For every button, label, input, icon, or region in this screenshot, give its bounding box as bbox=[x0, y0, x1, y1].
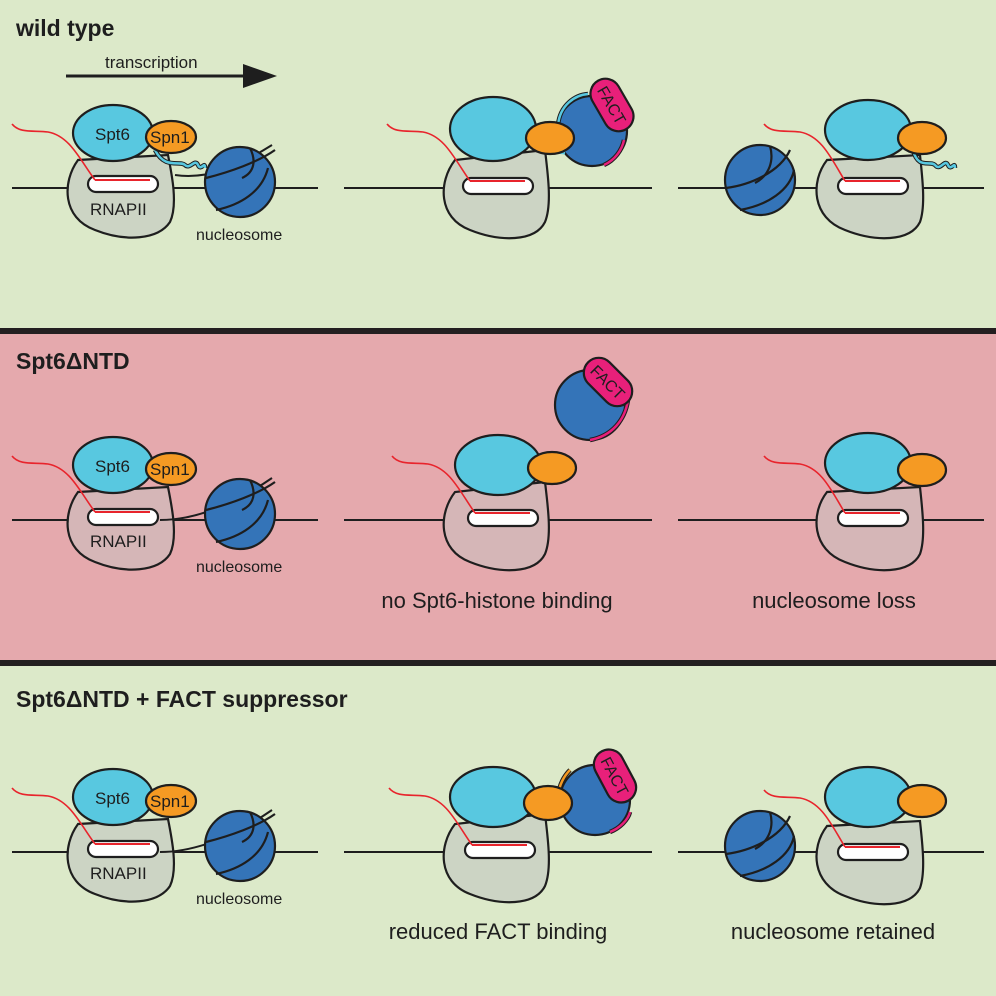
panel-title: wild type bbox=[15, 15, 114, 41]
rnapii-body bbox=[66, 817, 176, 903]
stage-3-complex: nucleosome loss bbox=[678, 431, 984, 613]
nucleosome bbox=[203, 809, 277, 883]
rnapii-body bbox=[815, 485, 925, 572]
stage-2-complex: FACT no Spt6-histone binding bbox=[344, 356, 652, 613]
panel-wild-type: wild type transcription Spt6 Spn1 RNAPII bbox=[0, 0, 996, 328]
rnapii-label: RNAPII bbox=[90, 532, 147, 551]
fact-tail bbox=[589, 399, 630, 442]
nucleosome-dna-line bbox=[215, 499, 270, 544]
fact-tail bbox=[609, 811, 632, 834]
panel-title: Spt6ΔNTD bbox=[16, 348, 130, 374]
spn1-subunit bbox=[522, 784, 574, 822]
spn1-tail bbox=[911, 149, 957, 169]
stage-1-complex: Spt6 Spn1 RNAPII nucleosome bbox=[11, 435, 318, 576]
stage-caption: no Spt6-histone binding bbox=[381, 588, 612, 613]
spn1-label: Spn1 bbox=[150, 460, 190, 479]
spt6-label: Spt6 bbox=[95, 789, 130, 808]
rna-transcript bbox=[763, 123, 846, 182]
nucleosome-dna-line bbox=[241, 479, 255, 511]
panel-divider bbox=[0, 328, 996, 334]
panel-spt6-dntd-fact-suppressor: Spt6ΔNTD + FACT suppressor Spt6 Spn1 RNA… bbox=[0, 666, 996, 996]
spt6-subunit bbox=[448, 95, 538, 163]
stage-3-complex: nucleosome retained bbox=[678, 765, 984, 944]
nucleosome-dna-line bbox=[215, 831, 270, 876]
rnapii-label: RNAPII bbox=[90, 864, 147, 883]
rnapii-body bbox=[66, 485, 176, 571]
spt6-label: Spt6 bbox=[95, 125, 130, 144]
nucleosome-dna-line bbox=[205, 813, 276, 844]
rna-transcript bbox=[388, 787, 473, 846]
spt6-label: Spt6 bbox=[95, 457, 130, 476]
transcription-arrow: transcription bbox=[66, 53, 277, 88]
stage-caption: nucleosome retained bbox=[731, 919, 935, 944]
nucleosome bbox=[203, 477, 277, 551]
spn1-tail-bound bbox=[556, 92, 589, 126]
panel-title: Spt6ΔNTD + FACT suppressor bbox=[16, 686, 348, 712]
nucleosome-dna-line bbox=[215, 167, 270, 212]
spn1-subunit bbox=[526, 450, 578, 486]
nucleosome-dna-line bbox=[205, 481, 276, 512]
nucleosome-dna-line bbox=[754, 811, 773, 850]
spn1-subunit bbox=[896, 120, 948, 156]
spt6-subunit bbox=[823, 431, 913, 495]
panel-divider bbox=[0, 660, 996, 666]
rna-transcript bbox=[11, 123, 96, 181]
fact-chaperone: FACT bbox=[589, 77, 635, 133]
stage-2-complex: FACT reduced FACT binding bbox=[344, 748, 652, 944]
fact-tail bbox=[603, 139, 626, 167]
panel-spt6-dntd: Spt6ΔNTD Spt6 Spn1 RNAPII nucleosome bbox=[0, 334, 996, 660]
stage-2-complex: FACT bbox=[344, 77, 652, 240]
rna-transcript bbox=[386, 123, 471, 182]
arrow-head-icon bbox=[243, 64, 277, 88]
nucleosome-dna-line bbox=[241, 811, 255, 843]
rna-transcript bbox=[11, 455, 96, 513]
stage-1-complex: Spt6 Spn1 RNAPII nucleosome bbox=[11, 103, 318, 244]
stage-caption: reduced FACT binding bbox=[389, 919, 608, 944]
nucleosome-dna-line bbox=[241, 147, 255, 179]
rna-transcript bbox=[11, 787, 96, 845]
spn1-subunit bbox=[524, 120, 576, 156]
stage-3-complex bbox=[678, 98, 984, 240]
dna-channel bbox=[86, 174, 160, 194]
spn1-label: Spn1 bbox=[150, 792, 190, 811]
rna-transcript bbox=[763, 455, 846, 514]
rnapii-body bbox=[815, 819, 925, 906]
spt6-subunit bbox=[823, 98, 913, 162]
spn1-subunit bbox=[144, 119, 198, 155]
rna-transcript bbox=[763, 789, 846, 848]
nucleosome-label: nucleosome bbox=[196, 891, 282, 908]
rnapii-body bbox=[66, 153, 176, 239]
spn1-subunit bbox=[144, 783, 198, 819]
nucleosome-dna-line bbox=[739, 169, 796, 212]
spn1-tail bbox=[153, 149, 207, 169]
arrow-label: transcription bbox=[105, 53, 198, 72]
fact-chaperone: FACT bbox=[582, 356, 634, 408]
nucleosome-dna-line bbox=[739, 835, 796, 878]
nucleosome bbox=[203, 145, 277, 219]
stage-1-complex: Spt6 Spn1 RNAPII nucleosome bbox=[11, 767, 318, 908]
nucleosome-dna-line bbox=[205, 149, 276, 180]
spn1-label: Spn1 bbox=[150, 128, 190, 147]
rna-transcript bbox=[391, 455, 476, 514]
rnapii-label: RNAPII bbox=[90, 200, 147, 219]
spt6-subunit bbox=[448, 765, 538, 829]
nucleosome-label: nucleosome bbox=[196, 227, 282, 244]
spn1-subunit bbox=[896, 452, 948, 488]
nucleosome-label: nucleosome bbox=[196, 559, 282, 576]
nucleosome-dna-line bbox=[754, 145, 773, 184]
spn1-subunit bbox=[896, 783, 948, 819]
spn1-subunit bbox=[144, 451, 198, 487]
rnapii-body bbox=[815, 153, 925, 240]
stage-caption: nucleosome loss bbox=[752, 588, 916, 613]
